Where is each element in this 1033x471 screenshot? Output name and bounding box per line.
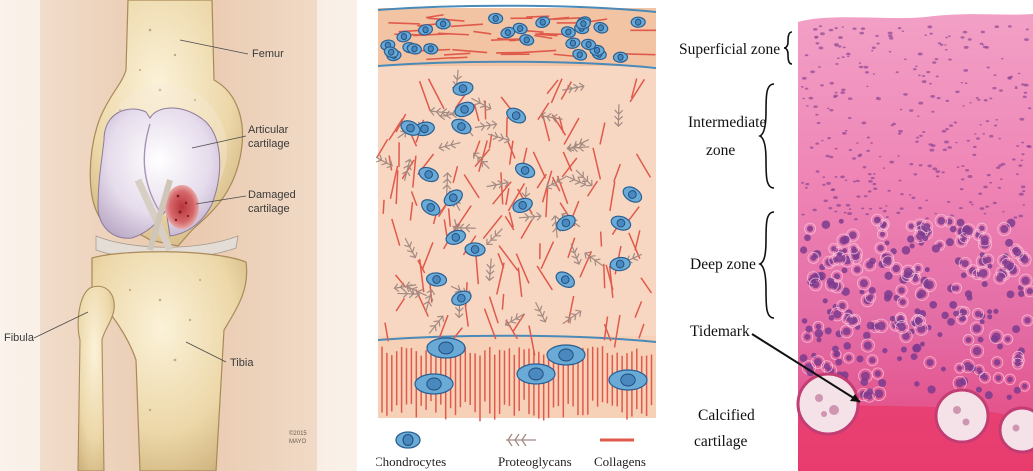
zone-label-intermediate-line1: Intermediate [688, 114, 766, 131]
knee-diagram-panel: Femur Articular cartilage Damaged cartil… [0, 0, 357, 471]
articular-cartilage-label-line2: cartilage [248, 138, 290, 150]
copyright-line2: MAYO [289, 439, 307, 445]
cartilage-layers-schematic: Chondrocytes Proteoglycans Collagens [376, 0, 658, 471]
femur-label: Femur [252, 48, 284, 60]
chondrocyte-icon [396, 432, 420, 448]
zone-label-deep: Deep zone [690, 256, 756, 273]
zone-label-superficial: Superficial zone [679, 41, 780, 58]
histology-zones-panel: Superficial zone Intermediate zone Deep … [664, 0, 1033, 471]
tibia-label: Tibia [230, 357, 254, 369]
damaged-cartilage-label-line2: cartilage [248, 203, 290, 215]
cartilage-layers-panel: Chondrocytes Proteoglycans Collagens [376, 0, 658, 471]
zone-label-calcified-line1: Calcified [698, 407, 755, 424]
fibula-label: Fibula [4, 332, 35, 344]
copyright-line1: ©2015 [289, 430, 307, 437]
damaged-cartilage [165, 185, 199, 229]
legend-label-chondrocytes: Chondrocytes [376, 454, 446, 469]
articular-cartilage-label-line1: Articular [248, 124, 289, 136]
legend-label-proteoglycans: Proteoglycans [498, 454, 572, 469]
zone-label-intermediate-line2: zone [706, 142, 735, 159]
zone-label-calcified-line2: cartilage [694, 433, 747, 450]
knee-illustration: Femur Articular cartilage Damaged cartil… [0, 0, 357, 471]
zone-label-tidemark: Tidemark [690, 323, 750, 340]
legend-label-collagens: Collagens [594, 454, 646, 469]
damaged-cartilage-label-line1: Damaged [248, 189, 296, 201]
histology-figure: Superficial zone Intermediate zone Deep … [664, 0, 1033, 471]
